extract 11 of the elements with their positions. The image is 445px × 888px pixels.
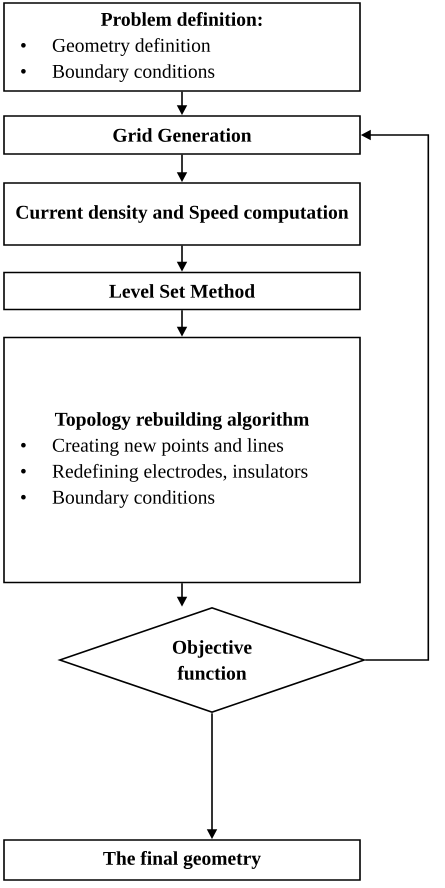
bullet: • bbox=[21, 468, 26, 474]
process-box: Level Set Method bbox=[3, 272, 361, 310]
process-box: Current density and Speed computation bbox=[3, 182, 361, 246]
process-box: Topology rebuilding algorithm • Creating new points and lines • Redefining electrodes, insulators • Boundary conditions bbox=[3, 336, 361, 584]
process-box: The final geometry bbox=[3, 839, 361, 881]
bullet: • bbox=[21, 42, 26, 48]
bullet: • bbox=[21, 442, 26, 448]
process-box: Problem definition: • Geometry definition • Boundary conditions bbox=[3, 2, 361, 92]
process-box: Grid Generation bbox=[3, 115, 361, 155]
bullet: • bbox=[21, 68, 26, 74]
bullet: • bbox=[21, 494, 26, 500]
